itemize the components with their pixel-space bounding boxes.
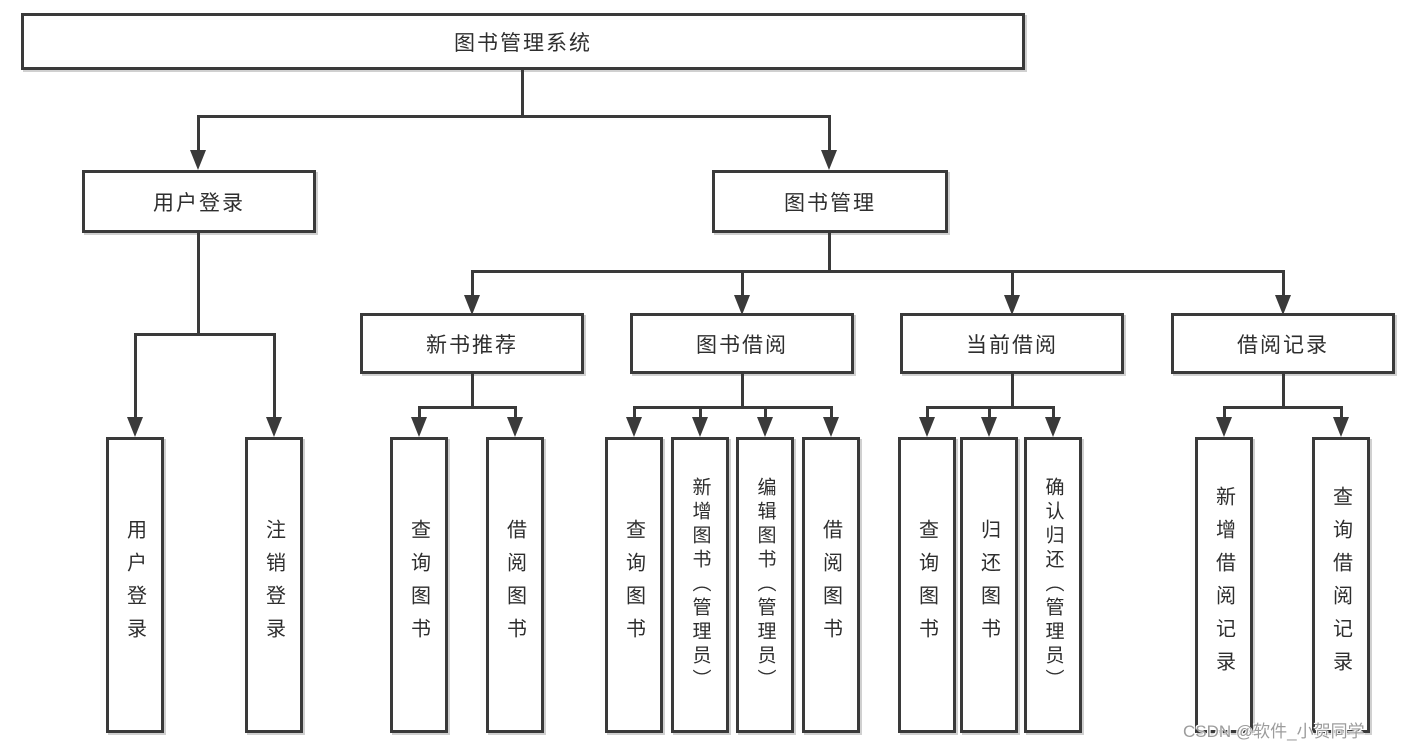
connector-line xyxy=(830,406,833,419)
arrowhead-down-icon xyxy=(190,150,206,170)
node-label: 图书借阅 xyxy=(696,333,788,357)
leaf-query-books-borrowing: 查询图书 xyxy=(605,437,663,733)
connector-line xyxy=(764,406,767,419)
connector-line xyxy=(633,406,636,419)
leaf-label: 注销登录 xyxy=(262,519,285,651)
arrowhead-down-icon xyxy=(981,417,997,437)
arrowhead-down-icon xyxy=(919,417,935,437)
leaf-label: 借阅图书 xyxy=(819,519,842,651)
connector-line xyxy=(828,233,831,273)
connector-line xyxy=(134,333,137,417)
leaf-add-book-admin: 新增图书（管理员） xyxy=(671,437,729,733)
node-label: 借阅记录 xyxy=(1237,333,1329,357)
node-label: 用户登录 xyxy=(153,191,245,215)
arrowhead-down-icon xyxy=(1216,417,1232,437)
connector-line xyxy=(741,374,744,408)
leaf-label: 新增图书（管理员） xyxy=(689,477,711,693)
arrowhead-down-icon xyxy=(411,417,427,437)
leaf-label: 查询图书 xyxy=(915,519,938,651)
node-label: 新书推荐 xyxy=(426,333,518,357)
connector-line xyxy=(1223,406,1342,409)
leaf-label: 归还图书 xyxy=(977,519,1000,651)
leaf-confirm-return-admin: 确认归还（管理员） xyxy=(1024,437,1082,733)
connector-line xyxy=(134,333,276,336)
arrowhead-down-icon xyxy=(823,417,839,437)
connector-line xyxy=(471,270,474,295)
watermark: CSDN @软件_小贺同学 xyxy=(1183,722,1365,741)
connector-line xyxy=(514,406,517,419)
arrowhead-down-icon xyxy=(692,417,708,437)
leaf-query-books-recommend: 查询图书 xyxy=(390,437,448,733)
arrowhead-down-icon xyxy=(1004,295,1020,315)
connector-line xyxy=(521,70,524,117)
leaf-label: 编辑图书（管理员） xyxy=(754,477,776,693)
node-book-borrowing: 图书借阅 xyxy=(630,313,854,374)
connector-line xyxy=(471,270,1285,273)
connector-line xyxy=(633,406,832,409)
leaf-add-borrow-record: 新增借阅记录 xyxy=(1195,437,1253,733)
leaf-borrow-books-recommend: 借阅图书 xyxy=(486,437,544,733)
connector-line xyxy=(926,406,929,419)
leaf-label: 确认归还（管理员） xyxy=(1042,477,1064,693)
arrowhead-down-icon xyxy=(127,417,143,437)
leaf-label: 用户登录 xyxy=(123,519,146,651)
leaf-borrow-books-borrowing: 借阅图书 xyxy=(802,437,860,733)
connector-line xyxy=(418,406,421,419)
leaf-label: 查询图书 xyxy=(407,519,430,651)
connector-line xyxy=(1223,406,1226,419)
connector-line xyxy=(1011,270,1014,295)
node-book-management: 图书管理 xyxy=(712,170,948,233)
connector-line xyxy=(197,233,200,335)
node-library-management-system: 图书管理系统 xyxy=(21,13,1025,70)
connector-line xyxy=(988,406,991,419)
node-new-book-recommendation: 新书推荐 xyxy=(360,313,584,374)
arrowhead-down-icon xyxy=(1275,295,1291,315)
connector-line xyxy=(1052,406,1055,419)
node-current-borrowing: 当前借阅 xyxy=(900,313,1124,374)
arrowhead-down-icon xyxy=(464,295,480,315)
arrowhead-down-icon xyxy=(1045,417,1061,437)
node-label: 当前借阅 xyxy=(966,333,1058,357)
leaf-user-login: 用户登录 xyxy=(106,437,164,733)
connector-line xyxy=(741,270,744,295)
node-user-login: 用户登录 xyxy=(82,170,316,233)
leaf-query-borrow-record: 查询借阅记录 xyxy=(1312,437,1370,733)
node-label: 图书管理 xyxy=(784,191,876,215)
connector-line xyxy=(471,374,474,408)
leaf-logout: 注销登录 xyxy=(245,437,303,733)
connector-line xyxy=(699,406,702,419)
leaf-return-books: 归还图书 xyxy=(960,437,1018,733)
connector-line xyxy=(1282,374,1285,408)
connector-line xyxy=(1340,406,1343,419)
connector-line xyxy=(828,115,831,152)
leaf-label: 查询借阅记录 xyxy=(1329,486,1352,684)
connector-line xyxy=(1011,374,1014,408)
connector-line xyxy=(418,406,516,409)
leaf-label: 查询图书 xyxy=(622,519,645,651)
connector-line xyxy=(273,333,276,417)
node-label: 图书管理系统 xyxy=(454,31,592,55)
connector-line xyxy=(197,115,831,118)
arrowhead-down-icon xyxy=(821,150,837,170)
arrowhead-down-icon xyxy=(757,417,773,437)
arrowhead-down-icon xyxy=(1333,417,1349,437)
connector-line xyxy=(197,115,200,152)
leaf-label: 借阅图书 xyxy=(503,519,526,651)
connector-line xyxy=(1282,270,1285,295)
node-borrowing-records: 借阅记录 xyxy=(1171,313,1395,374)
arrowhead-down-icon xyxy=(734,295,750,315)
leaf-query-books-current: 查询图书 xyxy=(898,437,956,733)
leaf-edit-book-admin: 编辑图书（管理员） xyxy=(736,437,794,733)
leaf-label: 新增借阅记录 xyxy=(1212,486,1235,684)
arrowhead-down-icon xyxy=(507,417,523,437)
arrowhead-down-icon xyxy=(626,417,642,437)
arrowhead-down-icon xyxy=(266,417,282,437)
